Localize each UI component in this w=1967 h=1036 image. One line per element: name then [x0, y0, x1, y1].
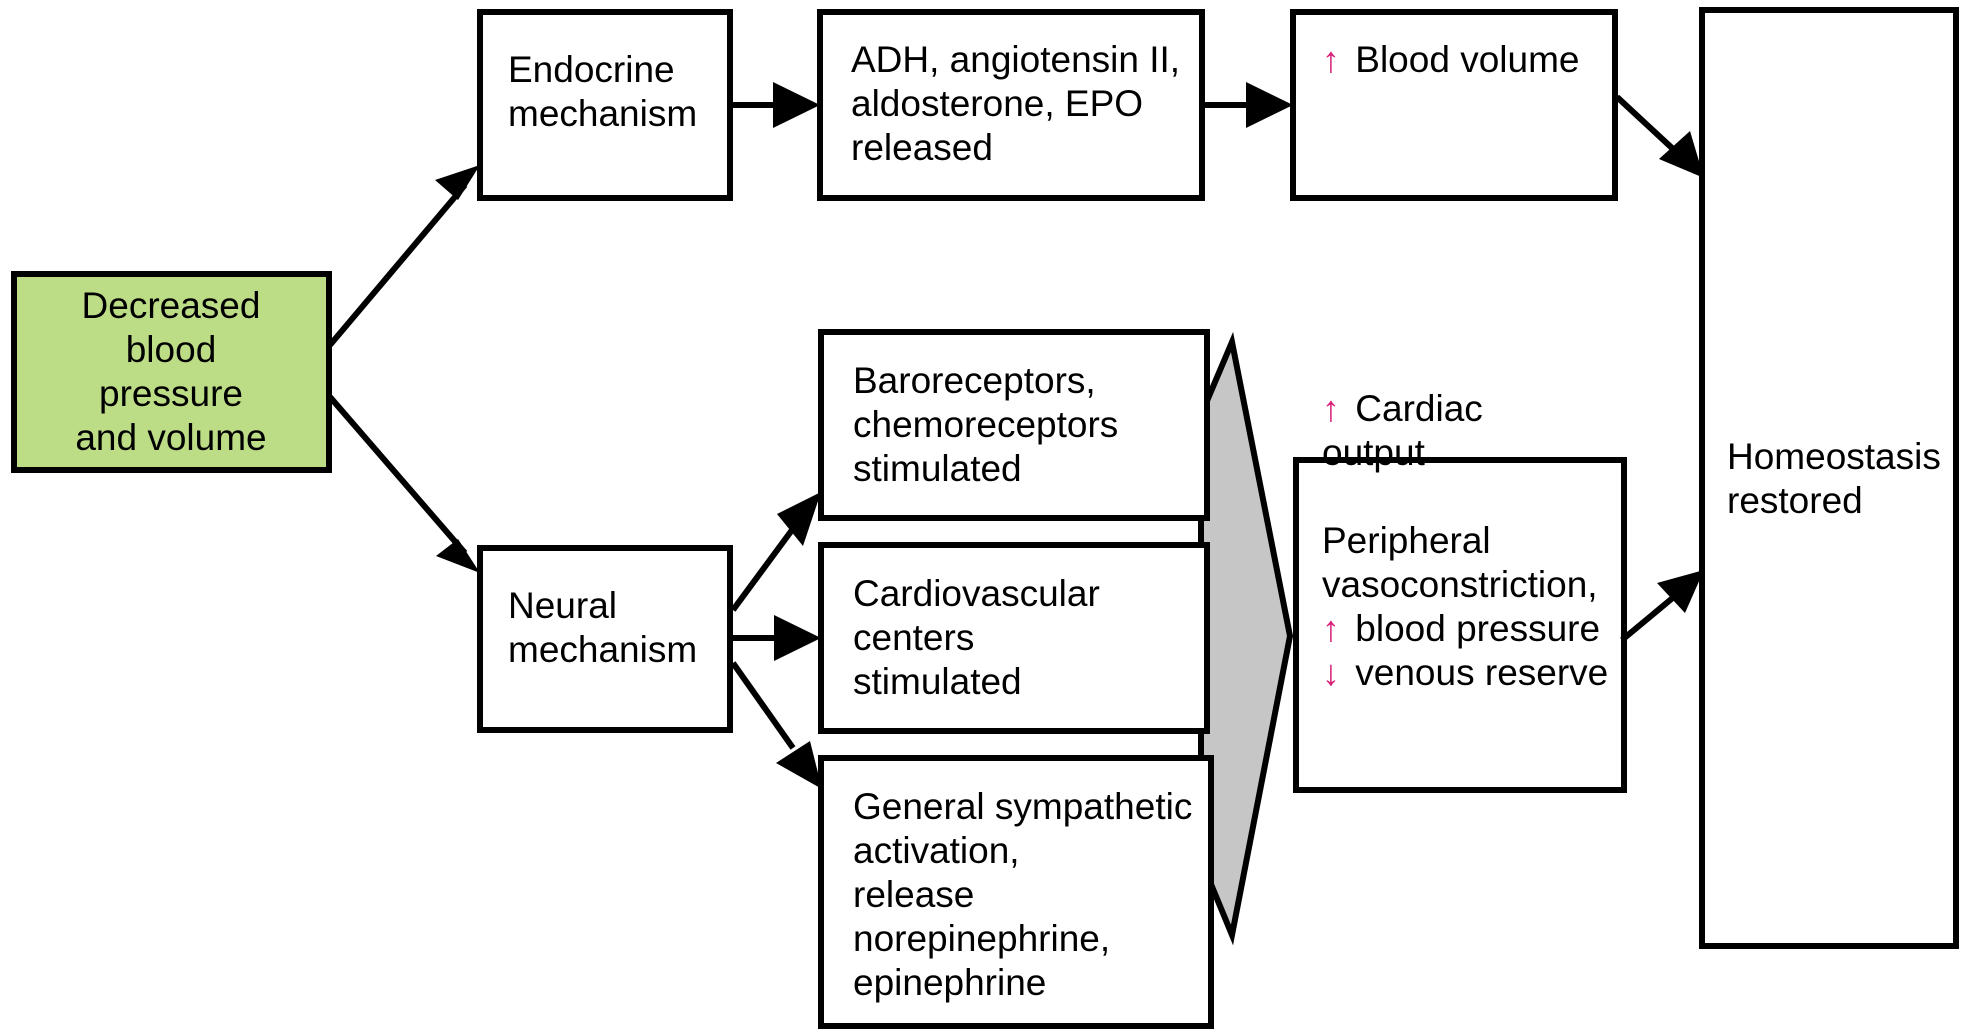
svg-text:Peripheral: Peripheral [1322, 520, 1491, 561]
box-endocrine-mechanism[interactable] [477, 9, 733, 201]
box-hormones-released[interactable] [817, 9, 1205, 201]
label-general-sympathetic-activation: General sympathetic activation, release … [853, 786, 1192, 1003]
label-neural-mechanism: Neural mechanism [508, 585, 697, 670]
box-homeostasis-restored[interactable] [1699, 7, 1959, 949]
svg-text:Blood volume: Blood volume [1345, 39, 1579, 80]
svg-text:ADH, angiotensin II,: ADH, angiotensin II, [851, 39, 1180, 80]
svg-text:and volume: and volume [75, 417, 266, 458]
svg-text:epinephrine: epinephrine [853, 962, 1046, 1003]
svg-text:Baroreceptors,: Baroreceptors, [853, 360, 1096, 401]
svg-text:norepinephrine,: norepinephrine, [853, 918, 1110, 959]
label-cardiac-output: ↑ Cardiac output Peripheral vasoconstric… [1322, 388, 1608, 693]
svg-text:Decreased: Decreased [82, 285, 261, 326]
label-cardiovascular-centers: Cardiovascular centers stimulated [853, 573, 1100, 702]
connector-blood-volume-to-homeostasis [1614, 94, 1704, 178]
box-blood-volume[interactable] [1290, 9, 1618, 201]
svg-text:General sympathetic: General sympathetic [853, 786, 1192, 827]
svg-text:pressure: pressure [99, 373, 243, 414]
svg-text:stimulated: stimulated [853, 448, 1022, 489]
converging-gray-arrow [1198, 331, 1294, 946]
increase-arrow-icon-cardiac: ↑ [1322, 388, 1340, 429]
svg-text:restored: restored [1727, 480, 1863, 521]
connector-neural-to-sympathetic [730, 661, 822, 789]
svg-text:stimulated: stimulated [853, 661, 1022, 702]
svg-text:chemoreceptors: chemoreceptors [853, 404, 1118, 445]
connector-endocrine-to-hormones [732, 82, 820, 128]
connector-neural-to-cv-centers [733, 615, 821, 661]
connector-stimulus-to-neural [327, 395, 480, 573]
decrease-arrow-icon-venous: ↓ [1322, 652, 1340, 693]
box-cardiovascular-centers[interactable] [818, 542, 1210, 734]
label-baroreceptors: Baroreceptors, chemoreceptors stimulated [853, 360, 1118, 489]
label-blood-volume: ↑ Blood volume [1322, 39, 1579, 80]
svg-text:blood pressure: blood pressure [1345, 608, 1600, 649]
svg-text:Endocrine: Endocrine [508, 49, 675, 90]
svg-text:Homeostasis: Homeostasis [1727, 436, 1941, 477]
svg-text:Neural: Neural [508, 585, 617, 626]
box-general-sympathetic-activation[interactable] [818, 755, 1214, 1029]
svg-text:venous reserve: venous reserve [1345, 652, 1608, 693]
svg-text:aldosterone, EPO: aldosterone, EPO [851, 83, 1143, 124]
connector-stimulus-to-endocrine [327, 165, 480, 347]
box-baroreceptors[interactable] [818, 329, 1210, 521]
svg-text:output: output [1322, 432, 1426, 473]
svg-text:activation,: activation, [853, 830, 1020, 871]
box-cardiac-output[interactable] [1293, 457, 1627, 793]
svg-text:mechanism: mechanism [508, 629, 697, 670]
box-decreased-blood-pressure-and-volume[interactable] [11, 271, 332, 473]
increase-arrow-icon: ↑ [1322, 39, 1340, 80]
svg-text:centers: centers [853, 617, 974, 658]
label-endocrine-mechanism: Endocrine mechanism [508, 49, 697, 134]
box-neural-mechanism[interactable] [477, 545, 733, 733]
svg-text:blood: blood [126, 329, 217, 370]
label-decreased-blood-pressure-and-volume: Decreased blood pressure and volume [75, 285, 266, 458]
svg-text:Cardiovascular: Cardiovascular [853, 573, 1100, 614]
increase-arrow-icon-bp: ↑ [1322, 608, 1340, 649]
svg-text:released: released [851, 127, 993, 168]
label-homeostasis-restored: Homeostasis restored [1727, 436, 1941, 521]
connector-cardiac-output-to-homeostasis [1620, 570, 1704, 643]
svg-text:Cardiac: Cardiac [1345, 388, 1483, 429]
connector-hormones-to-blood-volume [1204, 82, 1293, 128]
svg-text:vasoconstriction,: vasoconstriction, [1322, 564, 1598, 605]
label-hormones-released: ADH, angiotensin II, aldosterone, EPO re… [851, 39, 1180, 168]
svg-text:mechanism: mechanism [508, 93, 697, 134]
connector-neural-to-baroreceptors [730, 492, 821, 612]
svg-text:release: release [853, 874, 974, 915]
